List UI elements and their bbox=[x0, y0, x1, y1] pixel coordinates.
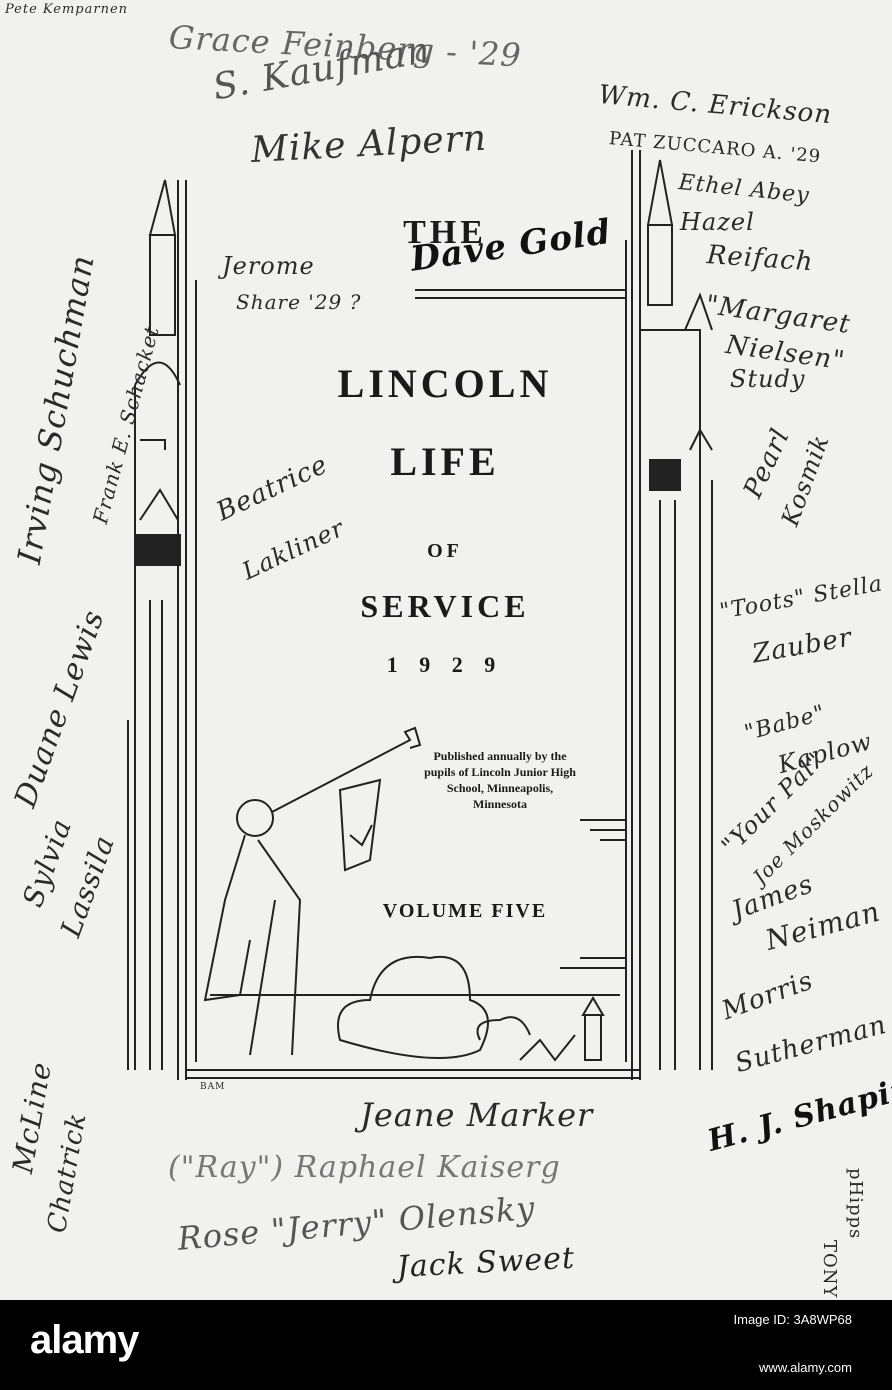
cover-year: 1 9 2 9 bbox=[386, 652, 504, 677]
signature-raphael: ("Ray") Raphael Kaiserg bbox=[168, 1150, 561, 1185]
title-lincoln: LINCOLN bbox=[337, 361, 553, 406]
signature-tony-first: pHipps bbox=[845, 1168, 866, 1240]
signature-jeane: Jeane Marker bbox=[360, 1096, 594, 1134]
site-url: www.alamy.com bbox=[759, 1360, 852, 1375]
signature-jerome-last: Share '29 ? bbox=[236, 290, 362, 314]
title-of: OF bbox=[427, 540, 463, 562]
signature-margaret-study: Study bbox=[730, 365, 806, 393]
volume-label: VOLUME FIVE bbox=[382, 900, 548, 922]
stock-footer: alamy Image ID: 3A8WP68 www.alamy.com bbox=[0, 1300, 892, 1390]
scanned-page: THE LINCOLN LIFE OF SERVICE 1 9 2 9 Publ… bbox=[0, 0, 892, 1300]
signature-hazel-first: Hazel bbox=[680, 208, 755, 236]
publisher-text: Published annually by the pupils of Linc… bbox=[424, 749, 576, 811]
cloud-and-castle bbox=[337, 955, 605, 1062]
alamy-logo: alamy bbox=[30, 1318, 139, 1362]
title-the: THE bbox=[403, 214, 487, 251]
title-life: LIFE bbox=[390, 439, 500, 484]
signature-pete: Pete Kemparnen bbox=[5, 2, 129, 17]
right-tower bbox=[631, 150, 713, 1080]
left-tower bbox=[127, 179, 187, 1080]
image-id-label: Image ID: 3A8WP68 bbox=[733, 1312, 853, 1327]
artist-mark: BAM bbox=[200, 1082, 226, 1092]
inner-frame bbox=[185, 240, 640, 1079]
herald-figure bbox=[203, 726, 620, 1056]
title-service: SERVICE bbox=[360, 588, 530, 624]
signature-tony-last: TONY bbox=[819, 1240, 840, 1299]
signature-jerome-first: Jerome bbox=[222, 252, 315, 280]
cover-illustration bbox=[127, 150, 713, 1080]
